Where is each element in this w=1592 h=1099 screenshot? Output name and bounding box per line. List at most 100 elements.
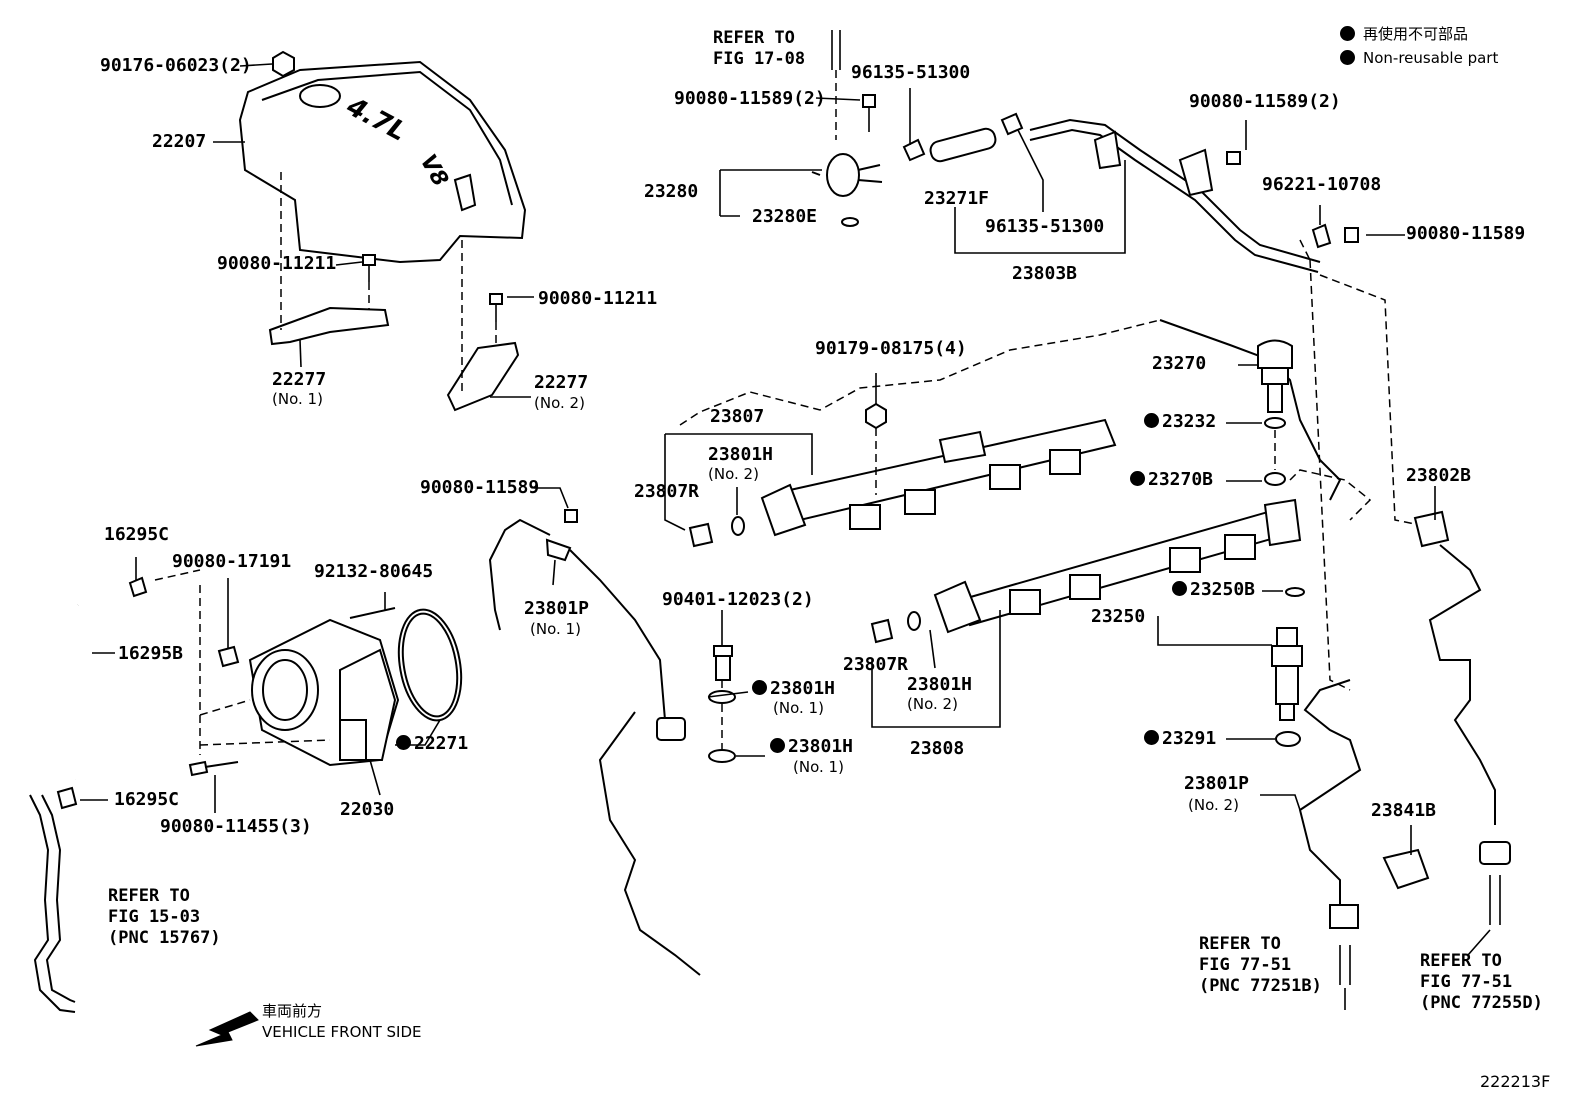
bolt-90080-11211-b — [489, 293, 503, 322]
bolt-90080-11589-2 — [1226, 151, 1241, 165]
front-arrow-icon — [195, 1011, 259, 1047]
label-22207: 22207 — [152, 131, 207, 152]
hose-23802B — [1428, 544, 1496, 825]
label-16295C-a: 16295C — [104, 524, 170, 545]
label-23807R-b: 23807R — [843, 654, 909, 675]
ref-fig-17-08: REFER TO FIG 17-08 — [713, 28, 806, 69]
label-22277-no1: 22277 — [272, 369, 327, 390]
hose-23801P-no1 — [488, 518, 551, 631]
label-23232: 23232 — [1144, 413, 1216, 431]
legend-jp: 再使用不可部品 — [1340, 26, 1468, 42]
non-reusable-bullet-icon — [1340, 50, 1355, 65]
o-ring-23232 — [1264, 417, 1286, 429]
bracket-22277-no2 — [446, 341, 520, 412]
fuel-rail-23808 — [933, 498, 1302, 634]
fuel-pipe-23803B — [1029, 118, 1321, 263]
engine-cover-22207: 4.7L V8 — [238, 60, 527, 264]
ref-fig-15-03: REFER TO FIG 15-03 (PNC 15767) — [108, 886, 221, 948]
legend-en: Non-reusable part — [1340, 50, 1498, 66]
label-23801H-no1-b: 23801H — [770, 738, 853, 756]
front-side-en: VEHICLE FRONT SIDE — [262, 1023, 422, 1041]
label-22030: 22030 — [340, 799, 395, 820]
gasket-22271 — [397, 608, 463, 722]
plug-23807R-b — [870, 618, 894, 644]
label-16295C-b: 16295C — [114, 789, 180, 810]
nut-90179 — [865, 402, 887, 430]
label-22277-no1-sub: (No. 1) — [272, 390, 323, 408]
label-23801H-no2-a: 23801H — [708, 444, 774, 465]
label-23271F: 23271F — [924, 188, 990, 209]
figure-id: 222213F — [1480, 1072, 1551, 1091]
label-23807: 23807 — [710, 406, 765, 427]
non-reusable-bullet-icon — [1340, 26, 1355, 41]
label-90080-11589-right2: 90080-11589(2) — [1189, 91, 1341, 112]
label-23802B: 23802B — [1406, 465, 1472, 486]
label-23250: 23250 — [1091, 606, 1146, 627]
label-22271: 22271 — [396, 735, 468, 753]
plug-23807R-a — [688, 522, 714, 548]
pressure-regulator-23270 — [1257, 339, 1293, 413]
label-23807R-a: 23807R — [634, 481, 700, 502]
bolt-90080-11589-top — [862, 94, 876, 108]
label-23801H-no2-b-sub: (No. 2) — [907, 695, 958, 713]
label-90080-11211-a: 90080-11211 — [217, 253, 337, 274]
label-90080-11589-top: 90080-11589(2) — [674, 88, 826, 109]
bolt-90080-17191 — [217, 645, 240, 668]
gasket-23801H-a — [731, 516, 745, 536]
fuel-rail-23807 — [760, 418, 1117, 537]
label-96135-51300-b: 96135-51300 — [985, 216, 1105, 237]
label-23291: 23291 — [1144, 730, 1216, 748]
label-23803B: 23803B — [1012, 263, 1078, 284]
label-96135-51300-a: 96135-51300 — [851, 62, 971, 83]
hose-23271F — [929, 127, 997, 163]
label-23801H-no1-a-sub: (No. 1) — [773, 699, 824, 717]
clamp-16295C-b — [56, 786, 78, 810]
label-23841B: 23841B — [1371, 800, 1437, 821]
front-side-jp: 車両前方 — [262, 1002, 323, 1020]
label-90080-11211-b: 90080-11211 — [538, 288, 658, 309]
clamp-16295C-a — [128, 576, 148, 598]
clamp-96135-b — [1000, 112, 1024, 136]
label-23801P-no1: 23801P — [524, 598, 590, 619]
label-90401-12023: 90401-12023(2) — [662, 589, 814, 610]
label-23801H-no1-b-sub: (No. 1) — [793, 758, 844, 776]
bolt-90080-11211-a — [362, 254, 376, 282]
label-16295B: 16295B — [118, 643, 184, 664]
label-90080-11589-mid: 90080-11589 — [420, 477, 540, 498]
label-23801H-no2-b: 23801H — [907, 674, 973, 695]
label-23801H-no1-a: 23801H — [752, 680, 835, 698]
clip-96221 — [1311, 223, 1332, 249]
clamp-23841B — [1382, 848, 1430, 890]
label-90176-06023: 90176-06023(2) — [100, 55, 252, 76]
bolt-90401 — [715, 655, 731, 681]
injector-23250 — [1271, 627, 1303, 721]
label-23280E: 23280E — [752, 206, 818, 227]
label-92132-80645: 92132-80645 — [314, 561, 434, 582]
label-22277-no2-sub: (No. 2) — [534, 394, 585, 412]
stud-92132 — [349, 607, 396, 619]
o-ring-23270B — [1264, 472, 1286, 486]
label-23801P-no2: 23801P — [1184, 773, 1250, 794]
label-90080-11455: 90080-11455(3) — [160, 816, 312, 837]
label-23808: 23808 — [910, 738, 965, 759]
bolt-90080-11589-right — [1344, 227, 1359, 243]
o-ring-23250B — [1285, 587, 1305, 597]
clamp-96135-a — [902, 138, 926, 162]
ref-fig-77-51d: REFER TO FIG 77-51 (PNC 77255D) — [1420, 951, 1543, 1013]
label-23270: 23270 — [1152, 353, 1207, 374]
gasket-23801H-b — [907, 611, 921, 631]
label-96221-10708: 96221-10708 — [1262, 174, 1382, 195]
bolt-90080-11455 — [204, 761, 239, 768]
label-23801P-no2-sub: (No. 2) — [1188, 796, 1239, 814]
label-90080-17191: 90080-17191 — [172, 551, 292, 572]
label-23270B: 23270B — [1130, 471, 1213, 489]
label-23250B: 23250B — [1172, 581, 1255, 599]
label-23280: 23280 — [644, 181, 699, 202]
bolt-90080-11589-mid — [564, 509, 578, 523]
ref-fig-77-51b: REFER TO FIG 77-51 (PNC 77251B) — [1199, 934, 1322, 996]
label-90080-11589-right: 90080-11589 — [1406, 223, 1526, 244]
throttle-body-22030 — [248, 618, 400, 767]
label-90179-08175: 90179-08175(4) — [815, 338, 967, 359]
